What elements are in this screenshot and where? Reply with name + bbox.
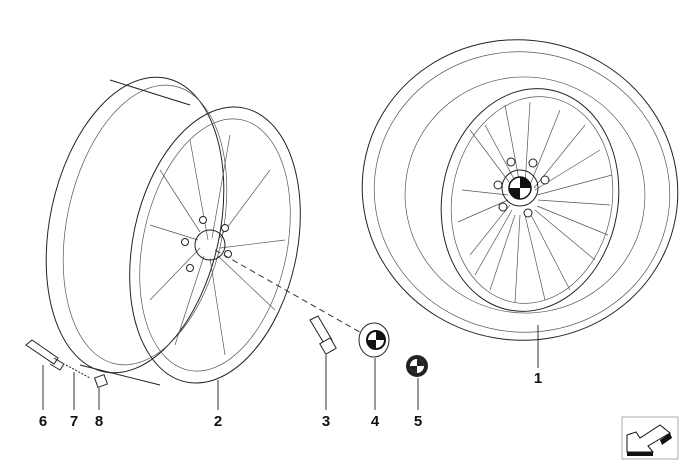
- arrow-down-left-icon[interactable]: [621, 416, 679, 460]
- callout-6[interactable]: 6: [38, 413, 48, 430]
- callout-1[interactable]: 1: [533, 370, 543, 387]
- callout-4[interactable]: 4: [370, 413, 380, 430]
- light-alloy-rim[interactable]: [21, 61, 325, 399]
- emblem[interactable]: [406, 355, 428, 377]
- callout-2[interactable]: 2: [213, 413, 223, 430]
- wheel-bolt[interactable]: [309, 315, 337, 355]
- complete-wheel-assembly[interactable]: [338, 15, 680, 365]
- leader-lines: [42, 325, 539, 410]
- callout-3[interactable]: 3: [321, 413, 331, 430]
- callout-5[interactable]: 5: [413, 413, 423, 430]
- callout-8[interactable]: 8: [94, 413, 104, 430]
- valve-parts[interactable]: [25, 339, 109, 389]
- hub-cap[interactable]: [358, 322, 390, 358]
- callout-7[interactable]: 7: [69, 413, 79, 430]
